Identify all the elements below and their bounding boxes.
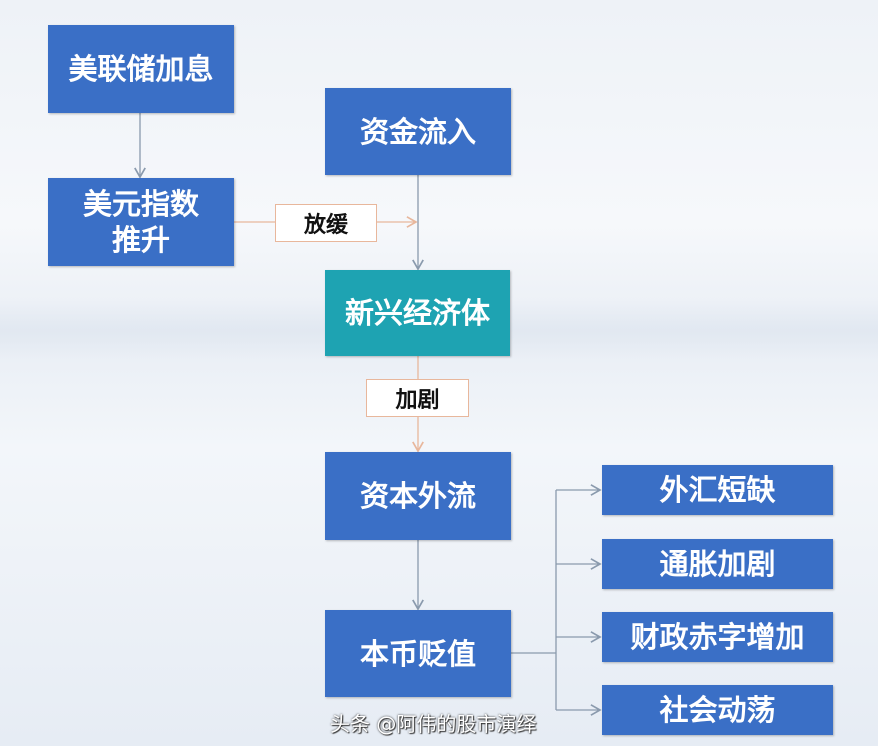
node-label: 资金流入 [359,114,476,149]
node-capital-inflow: 资金流入 [325,88,511,175]
edge-label-text: 加剧 [395,388,440,413]
node-label: 外汇短缺 [659,473,776,507]
node-fiscal-deficit-increase: 财政赤字增加 [602,612,833,662]
watermark: 头条 @阿伟的股市演绎 [330,712,537,736]
edge-label-intensify: 加剧 [366,379,469,417]
node-label: 通胀加剧 [659,547,776,581]
node-currency-depreciation: 本币贬值 [325,610,511,697]
node-emerging-economies: 新兴经济体 [325,270,510,356]
node-label: 财政赤字增加 [630,620,805,654]
node-dollar-index: 美元指数 推升 [48,178,234,266]
node-fx-shortage: 外汇短缺 [602,465,833,515]
node-label: 美联储加息 [68,52,214,86]
node-label: 推升 [111,223,170,257]
node-fed-rate-hike: 美联储加息 [48,25,234,113]
edge-label-slow-down: 放缓 [275,204,377,242]
node-label: 社会动荡 [659,693,776,727]
node-label: 资本外流 [359,479,476,513]
node-label: 美元指数 [82,187,199,221]
node-social-unrest: 社会动荡 [602,685,833,735]
node-capital-outflow: 资本外流 [325,452,511,540]
node-label: 新兴经济体 [344,296,490,330]
node-label: 本币贬值 [359,636,476,671]
edge-label-text: 放缓 [303,213,348,238]
node-inflation-worsens: 通胀加剧 [602,539,833,589]
